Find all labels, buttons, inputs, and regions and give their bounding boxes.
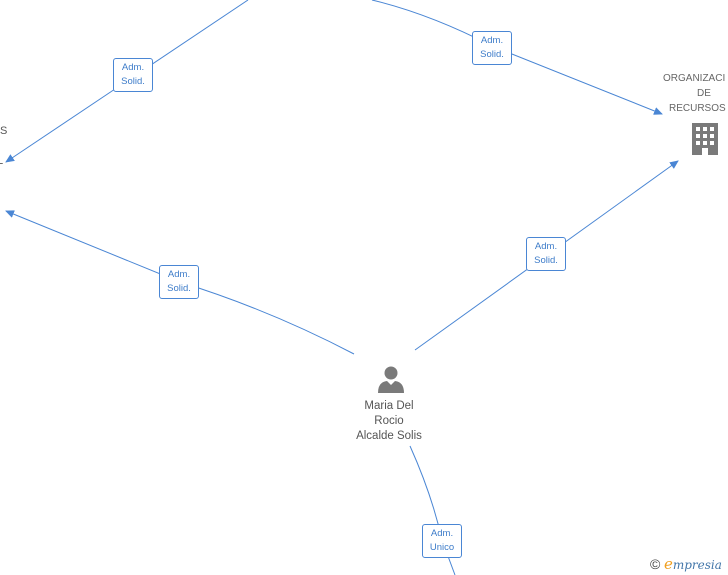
edge-label-person-left[interactable]: Adm. Solid.: [159, 265, 199, 299]
edge-label-type: Solid.: [121, 76, 145, 87]
person-name-line-3: Alcalde Solis: [356, 430, 422, 442]
edge-label-type: Solid.: [534, 255, 558, 266]
brand-name: mpresia: [672, 558, 722, 572]
edge-label-role: Adm.: [534, 241, 558, 252]
brand-initial: e: [663, 555, 673, 573]
edge-label-role: Adm.: [430, 528, 454, 539]
edge-label-type: Solid.: [480, 49, 504, 60]
edge-label-top-right[interactable]: Adm. Solid.: [472, 31, 512, 65]
edge-label-top-left[interactable]: Adm. Solid.: [113, 58, 153, 92]
edge-label-role: Adm.: [121, 62, 145, 73]
person-icon[interactable]: [376, 364, 406, 394]
person-name[interactable]: Maria Del Rocio Alcalde Solis: [338, 399, 440, 444]
person-name-line-1: Maria Del: [364, 400, 414, 412]
company-name[interactable]: ORGANIZACI DE RECURSOS: [660, 71, 728, 116]
company-name-line-1: ORGANIZACI: [663, 73, 726, 84]
person-name-line-2: Rocio: [374, 415, 404, 427]
empresia-watermark: © empresia: [650, 555, 722, 573]
edge-label-person-company[interactable]: Adm. Solid.: [526, 237, 566, 271]
building-icon[interactable]: [689, 121, 721, 157]
edge-top-right: [371, 0, 663, 115]
copyright-symbol: ©: [650, 556, 661, 572]
left-node-partial-label-1: S: [0, 125, 8, 137]
edge-label-role: Adm.: [480, 35, 504, 46]
edge-label-type: Solid.: [167, 283, 191, 294]
edge-label-role: Adm.: [167, 269, 191, 280]
company-name-line-2: DE: [697, 88, 711, 99]
edge-label-type: Unico: [429, 542, 455, 553]
left-node-partial-label-2: L: [0, 155, 4, 167]
edge-label-person-down[interactable]: Adm. Unico: [422, 524, 462, 558]
company-name-line-3: RECURSOS: [669, 103, 726, 114]
